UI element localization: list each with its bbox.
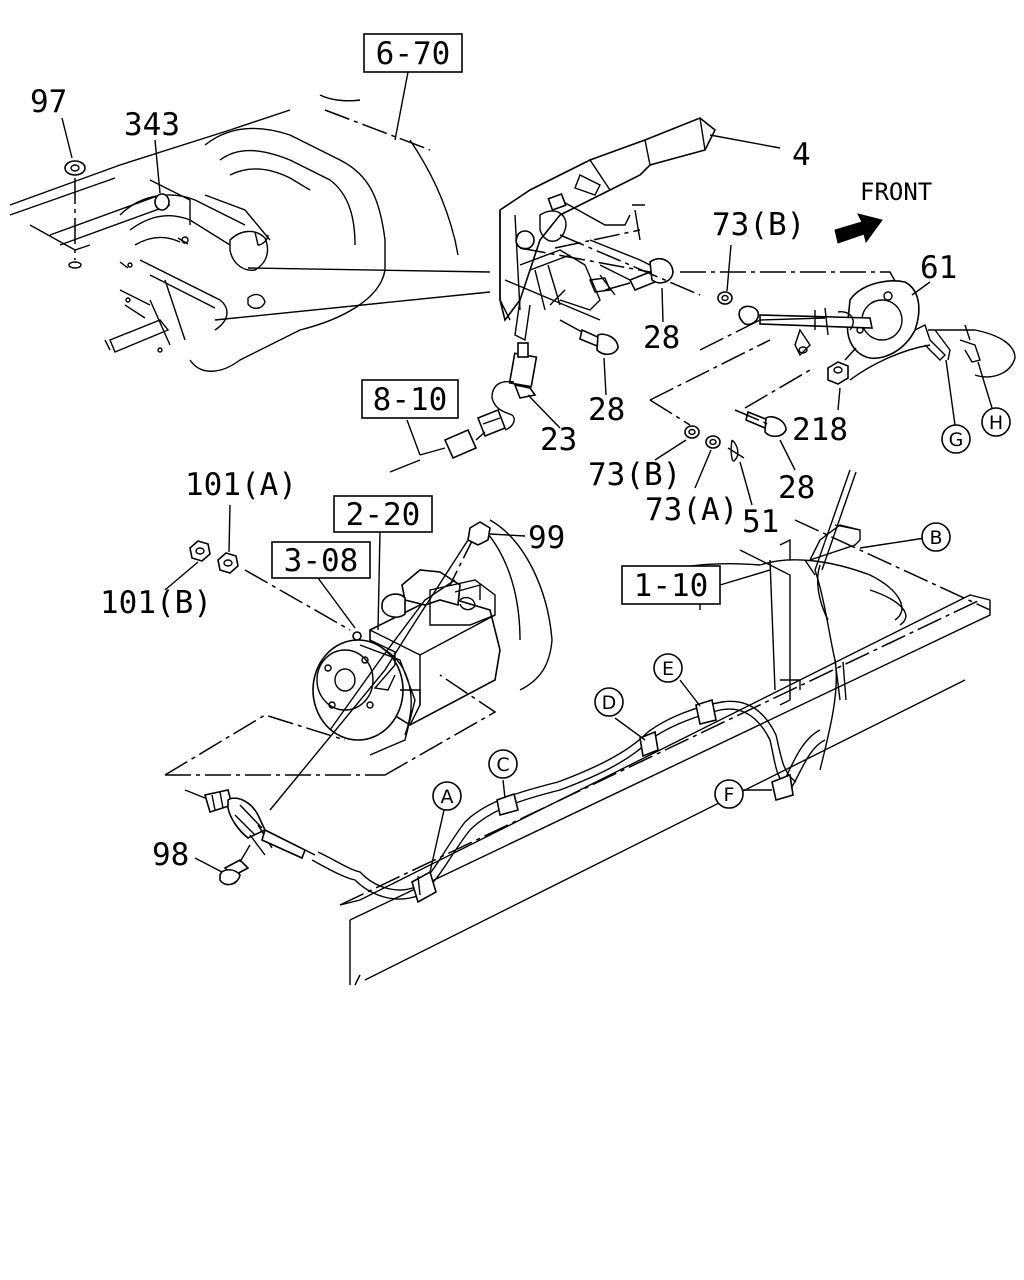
circle-label-C: C bbox=[488, 749, 518, 779]
part-51-clip-pin bbox=[727, 439, 753, 506]
front-arrow bbox=[834, 213, 883, 244]
circle-label-F: F bbox=[714, 779, 744, 809]
ref-box-8-10: 8-10 bbox=[361, 379, 459, 419]
label-28-lower: 28 bbox=[588, 392, 625, 428]
svg-text:G: G bbox=[949, 429, 964, 451]
clip-F bbox=[740, 773, 794, 802]
ref-box-2-20: 2-20 bbox=[333, 495, 433, 533]
leader-6-70 bbox=[394, 71, 409, 141]
part-99-bolt bbox=[467, 521, 526, 546]
label-73b-top: 73(B) bbox=[712, 207, 805, 243]
clip-A bbox=[411, 809, 445, 904]
pedal-bracket-assembly bbox=[499, 117, 717, 342]
label-99: 99 bbox=[528, 520, 565, 556]
leader-3-08 bbox=[317, 577, 356, 629]
clip-C bbox=[496, 779, 519, 817]
svg-text:3-08: 3-08 bbox=[284, 543, 359, 579]
label-73b-low: 73(B) bbox=[588, 457, 681, 493]
label-218: 218 bbox=[792, 412, 848, 448]
svg-text:6-70: 6-70 bbox=[376, 36, 451, 72]
part-218-nut bbox=[827, 347, 857, 411]
leader-floor-bracket-upper bbox=[247, 267, 491, 273]
circle-label-E: E bbox=[653, 653, 683, 683]
svg-text:C: C bbox=[496, 754, 509, 776]
label-101a: 101(A) bbox=[185, 467, 297, 503]
part-101a-nut bbox=[217, 504, 239, 574]
label-28-center: 28 bbox=[643, 320, 680, 356]
part-101b-nut bbox=[164, 540, 211, 591]
svg-text:D: D bbox=[602, 692, 617, 714]
part-97-grommet bbox=[61, 117, 86, 269]
ref-box-6-70: 6-70 bbox=[363, 33, 463, 73]
part-28-bolt-right bbox=[745, 410, 796, 471]
circle-label-B: B bbox=[921, 522, 951, 552]
slave-cylinder bbox=[184, 789, 316, 860]
svg-text:B: B bbox=[929, 527, 942, 549]
part-98-bolt bbox=[194, 844, 251, 886]
label-28-right: 28 bbox=[778, 470, 815, 506]
clip-E bbox=[679, 679, 717, 725]
transmission-assembly bbox=[164, 519, 553, 811]
svg-text:A: A bbox=[441, 786, 454, 808]
label-51: 51 bbox=[742, 504, 779, 540]
circle-label-A: A bbox=[432, 781, 462, 811]
label-73a: 73(A) bbox=[645, 492, 738, 528]
leader-2-20 bbox=[377, 531, 381, 631]
part-343-plug bbox=[154, 139, 170, 211]
svg-text:H: H bbox=[989, 412, 1003, 434]
harness-connector-8-10 bbox=[389, 419, 486, 473]
label-101b: 101(B) bbox=[100, 585, 212, 621]
part-73b-washer-top bbox=[717, 244, 733, 305]
leader-B bbox=[859, 537, 926, 549]
part-73a-washer bbox=[694, 435, 721, 489]
label-97: 97 bbox=[30, 84, 67, 120]
label-98: 98 bbox=[152, 837, 189, 873]
svg-text:1-10: 1-10 bbox=[634, 568, 709, 604]
leader-G bbox=[945, 359, 956, 426]
label-4: 4 bbox=[792, 137, 811, 173]
circle-label-H: H bbox=[981, 407, 1011, 437]
leader-1-10 bbox=[719, 569, 771, 586]
cab-floor-outline bbox=[9, 94, 459, 372]
svg-text:E: E bbox=[662, 658, 674, 680]
part-23-clutch-switch bbox=[476, 342, 561, 438]
svg-text:8-10: 8-10 bbox=[373, 382, 448, 418]
ref-box-1-10: 1-10 bbox=[621, 565, 721, 605]
label-343: 343 bbox=[124, 107, 180, 143]
label-front: FRONT bbox=[860, 178, 932, 206]
part-73b-washer-low bbox=[654, 425, 700, 461]
label-23: 23 bbox=[540, 422, 577, 458]
svg-text:F: F bbox=[724, 784, 735, 806]
leader-4 bbox=[709, 134, 781, 149]
ref-box-3-08: 3-08 bbox=[271, 541, 371, 579]
circle-label-D: D bbox=[594, 687, 624, 717]
circle-label-G: G bbox=[941, 424, 971, 454]
svg-text:2-20: 2-20 bbox=[346, 497, 421, 533]
part-28-bolt-lower bbox=[559, 319, 619, 396]
clutch-hydraulic-line bbox=[311, 344, 931, 900]
leader-H bbox=[977, 361, 993, 409]
label-61: 61 bbox=[920, 250, 957, 286]
leader-floor-bracket-lower bbox=[214, 291, 491, 321]
clip-D bbox=[614, 717, 659, 758]
